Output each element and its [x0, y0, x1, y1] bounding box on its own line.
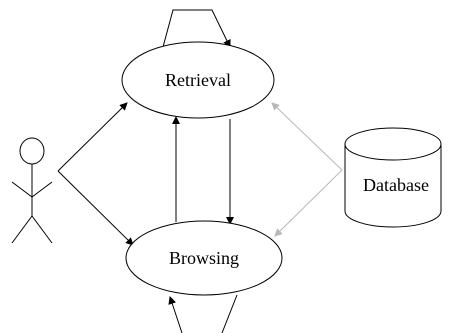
database-cylinder: Database	[344, 127, 442, 228]
retrieval-node: Retrieval	[121, 41, 275, 119]
retrieval-self-loop	[162, 9, 231, 48]
retrieval-label: Retrieval	[165, 70, 231, 90]
user-to-retrieval-edge	[57, 102, 128, 172]
database-label: Database	[363, 175, 429, 195]
user-to-browsing-edge	[57, 170, 134, 246]
browsing-node: Browsing	[125, 220, 283, 296]
user-stick-figure-icon	[11, 137, 53, 244]
database-to-retrieval-edge	[271, 102, 343, 171]
browsing-label: Browsing	[169, 248, 239, 268]
database-to-browsing-edge	[274, 169, 343, 237]
browsing-self-loop	[168, 294, 238, 333]
